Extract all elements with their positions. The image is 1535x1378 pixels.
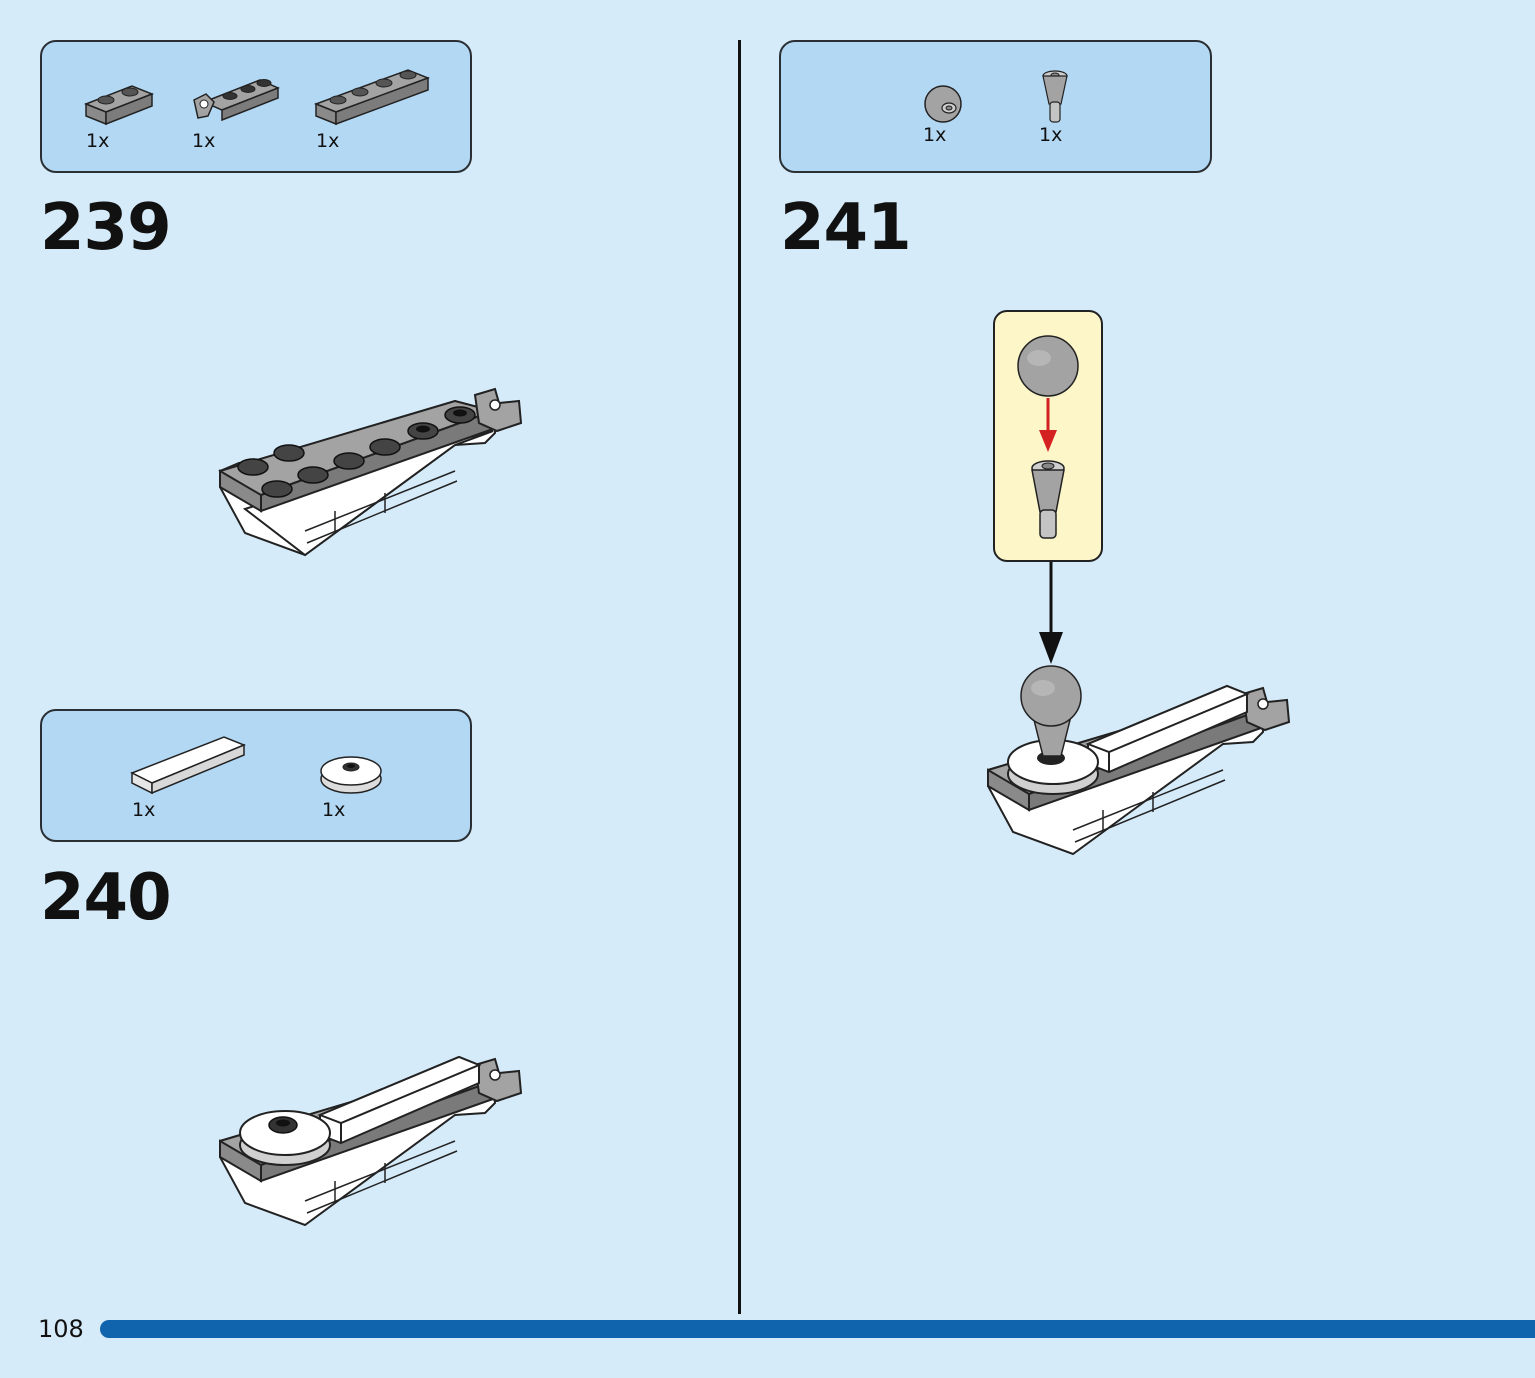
page-number: 108 [38,1315,84,1343]
quantity-label: 1x [132,799,156,821]
quantity-label: 1x [923,124,947,146]
sub-assembly-diagram [1017,335,1079,539]
progress-bar [100,1320,1535,1338]
quantity-label: 1x [1039,124,1063,146]
model-step-239 [218,387,523,557]
parts-box-step-239: 1x 1x 1x [40,40,472,173]
cone-grey-icon [1042,70,1068,123]
tile-1x4-white-icon [130,736,246,795]
clip-plate-1x3-icon [193,79,280,122]
step-number: 240 [40,861,172,935]
step-number: 239 [40,191,172,265]
plate-1x2-icon [84,85,154,126]
step-number: 241 [780,191,912,265]
assembly-arrow [1039,562,1063,664]
column-divider [738,40,741,1314]
quantity-label: 1x [316,130,340,152]
model-step-240 [219,1055,523,1227]
ball-grey-icon [924,85,962,123]
quantity-label: 1x [86,130,110,152]
sub-assembly-callout [993,310,1103,562]
plate-1x4-icon [314,69,430,126]
parts-box-step-241: 1x 1x [779,40,1212,173]
quantity-label: 1x [322,799,346,821]
parts-box-step-240: 1x 1x [40,709,472,842]
quantity-label: 1x [192,130,216,152]
model-step-241 [987,665,1291,856]
round-plate-2x2-white-icon [320,756,382,794]
